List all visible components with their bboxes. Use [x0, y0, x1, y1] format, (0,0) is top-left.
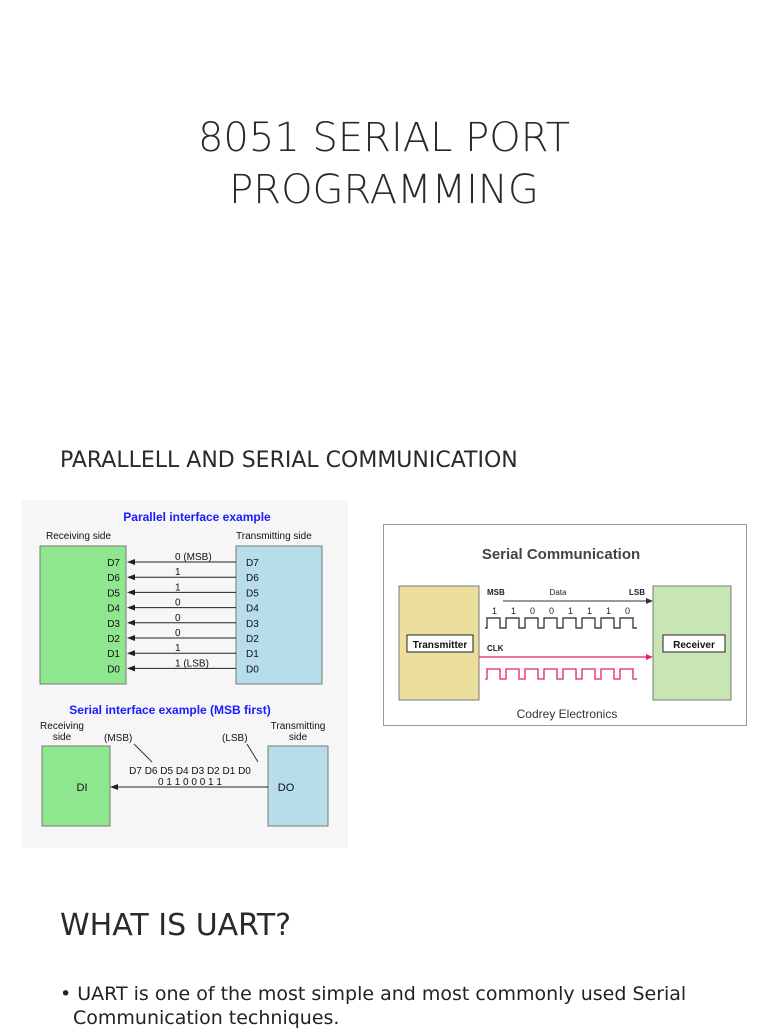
serial-arrowhead [110, 784, 118, 790]
transmitting-pin-label: D4 [246, 604, 259, 615]
bullet-marker: • [60, 983, 72, 1005]
data-marker: Data [550, 588, 567, 597]
parallel-interface-figure: Parallel interface example Receiving sid… [22, 500, 348, 848]
serial-transmitting-box [267, 745, 329, 827]
serial-figure-title: Serial interface example (MSB first) [69, 703, 270, 717]
parallel-bit-value: 1 [175, 643, 181, 654]
serial-bit-value: 0 [530, 606, 535, 616]
serial-bit-value: 1 [511, 606, 516, 616]
clk-marker: CLK [487, 644, 504, 653]
clock-waveform [485, 668, 637, 680]
parallel-arrowhead [127, 604, 135, 611]
parallel-bit-value: 1 (LSB) [175, 658, 209, 669]
serial-communication-title: Serial Communication [482, 546, 640, 563]
receiving-pin-label: D2 [107, 634, 120, 645]
parallel-figure-title: Parallel interface example [123, 510, 271, 524]
serial-bit-value: 0 [625, 606, 630, 616]
transmitting-pin-label: D3 [246, 619, 259, 630]
parallel-bit-value: 0 [175, 613, 181, 624]
msb-marker: MSB [487, 588, 505, 597]
do-label: DO [278, 782, 295, 794]
receiving-pin-label: D0 [107, 664, 120, 675]
receiving-pin-label: D5 [107, 588, 120, 599]
slide-title-line-2: PROGRAMMING [229, 167, 539, 213]
parallel-arrowhead [127, 650, 135, 657]
receiving-pin-label: D6 [107, 573, 120, 584]
receiver-label-box [662, 634, 726, 653]
receiver-label: Receiver [673, 640, 715, 651]
serial-communication-figure: Serial Communication Transmitter Receive… [383, 524, 747, 726]
parallel-bit-value: 0 [175, 628, 181, 639]
serial-bit-values: 0 1 1 0 0 0 1 1 [158, 777, 222, 788]
serial-bit-names: D7 D6 D5 D4 D3 D2 D1 D0 [129, 766, 251, 777]
transmitter-label-box [406, 634, 474, 653]
serial-bit-value: 0 [549, 606, 554, 616]
serial-transmitting-label-2: side [289, 732, 308, 743]
lsb-label: (LSB) [222, 733, 248, 744]
receiving-pin-label: D7 [107, 558, 120, 569]
serial-transmitting-label-1: Transmitting [271, 721, 326, 732]
transmitting-pin-label: D6 [246, 573, 259, 584]
receiving-pin-label: D1 [107, 649, 120, 660]
parallel-arrowhead [127, 635, 135, 641]
transmitting-pin-label: D0 [246, 664, 259, 675]
transmitting-pin-label: D1 [246, 649, 259, 660]
parallel-bit-value: 0 (MSB) [175, 552, 212, 563]
parallel-arrowhead [127, 619, 135, 626]
data-direction-arrowhead [646, 598, 653, 604]
bullet-line-2: Communication techniques. [73, 1007, 340, 1029]
transmitting-pin-label: D7 [246, 558, 259, 569]
di-label: DI [77, 782, 88, 794]
serial-receiving-label-2: side [53, 732, 72, 743]
parallel-bit-value: 1 [175, 582, 181, 593]
bullet-line-1: • UART is one of the most simple and mos… [60, 982, 740, 1006]
receiving-side-box [39, 545, 127, 685]
transmitting-side-label: Transmitting side [236, 531, 312, 542]
parallel-arrowhead [127, 665, 135, 672]
data-waveform [485, 617, 637, 629]
msb-pointer [133, 743, 153, 763]
receiving-pin-label: D4 [107, 604, 120, 615]
uart-heading: WHAT IS UART? [60, 908, 292, 943]
serial-bit-value: 1 [492, 606, 497, 616]
serial-bits: 1 1 0 0 1 1 1 0 [492, 606, 630, 616]
slide-title: 8051 SERIAL PORT PROGRAMMING [0, 112, 768, 216]
transmitter-label: Transmitter [413, 640, 468, 651]
parallel-arrowhead [127, 574, 135, 581]
uart-bullet: • UART is one of the most simple and mos… [60, 982, 740, 1030]
receiving-side-label: Receiving side [46, 531, 111, 542]
lsb-marker: LSB [629, 588, 645, 597]
serial-receiving-label-1: Receiving [40, 721, 84, 732]
serial-bit-value: 1 [568, 606, 573, 616]
parallel-bit-value: 1 [175, 567, 181, 578]
serial-bit-value: 1 [587, 606, 592, 616]
msb-label: (MSB) [104, 733, 132, 744]
section-heading: PARALLELL AND SERIAL COMMUNICATION [60, 448, 518, 473]
slide-title-line-1: 8051 SERIAL PORT [197, 115, 571, 161]
parallel-arrowhead [127, 589, 135, 596]
transmitting-side-box [235, 545, 323, 685]
receiving-pin-label: D3 [107, 619, 120, 630]
parallel-bit-value: 0 [175, 598, 181, 609]
clock-arrowhead [646, 654, 653, 660]
parallel-arrowhead [127, 559, 135, 565]
lsb-pointer [246, 743, 259, 763]
transmitting-pin-label: D5 [246, 588, 259, 599]
credit-label: Codrey Electronics [517, 707, 618, 721]
serial-receiving-box [41, 745, 111, 827]
bullet-text-line-1: UART is one of the most simple and most … [77, 983, 687, 1005]
transmitting-pin-label: D2 [246, 634, 259, 645]
serial-bit-value: 1 [606, 606, 611, 616]
